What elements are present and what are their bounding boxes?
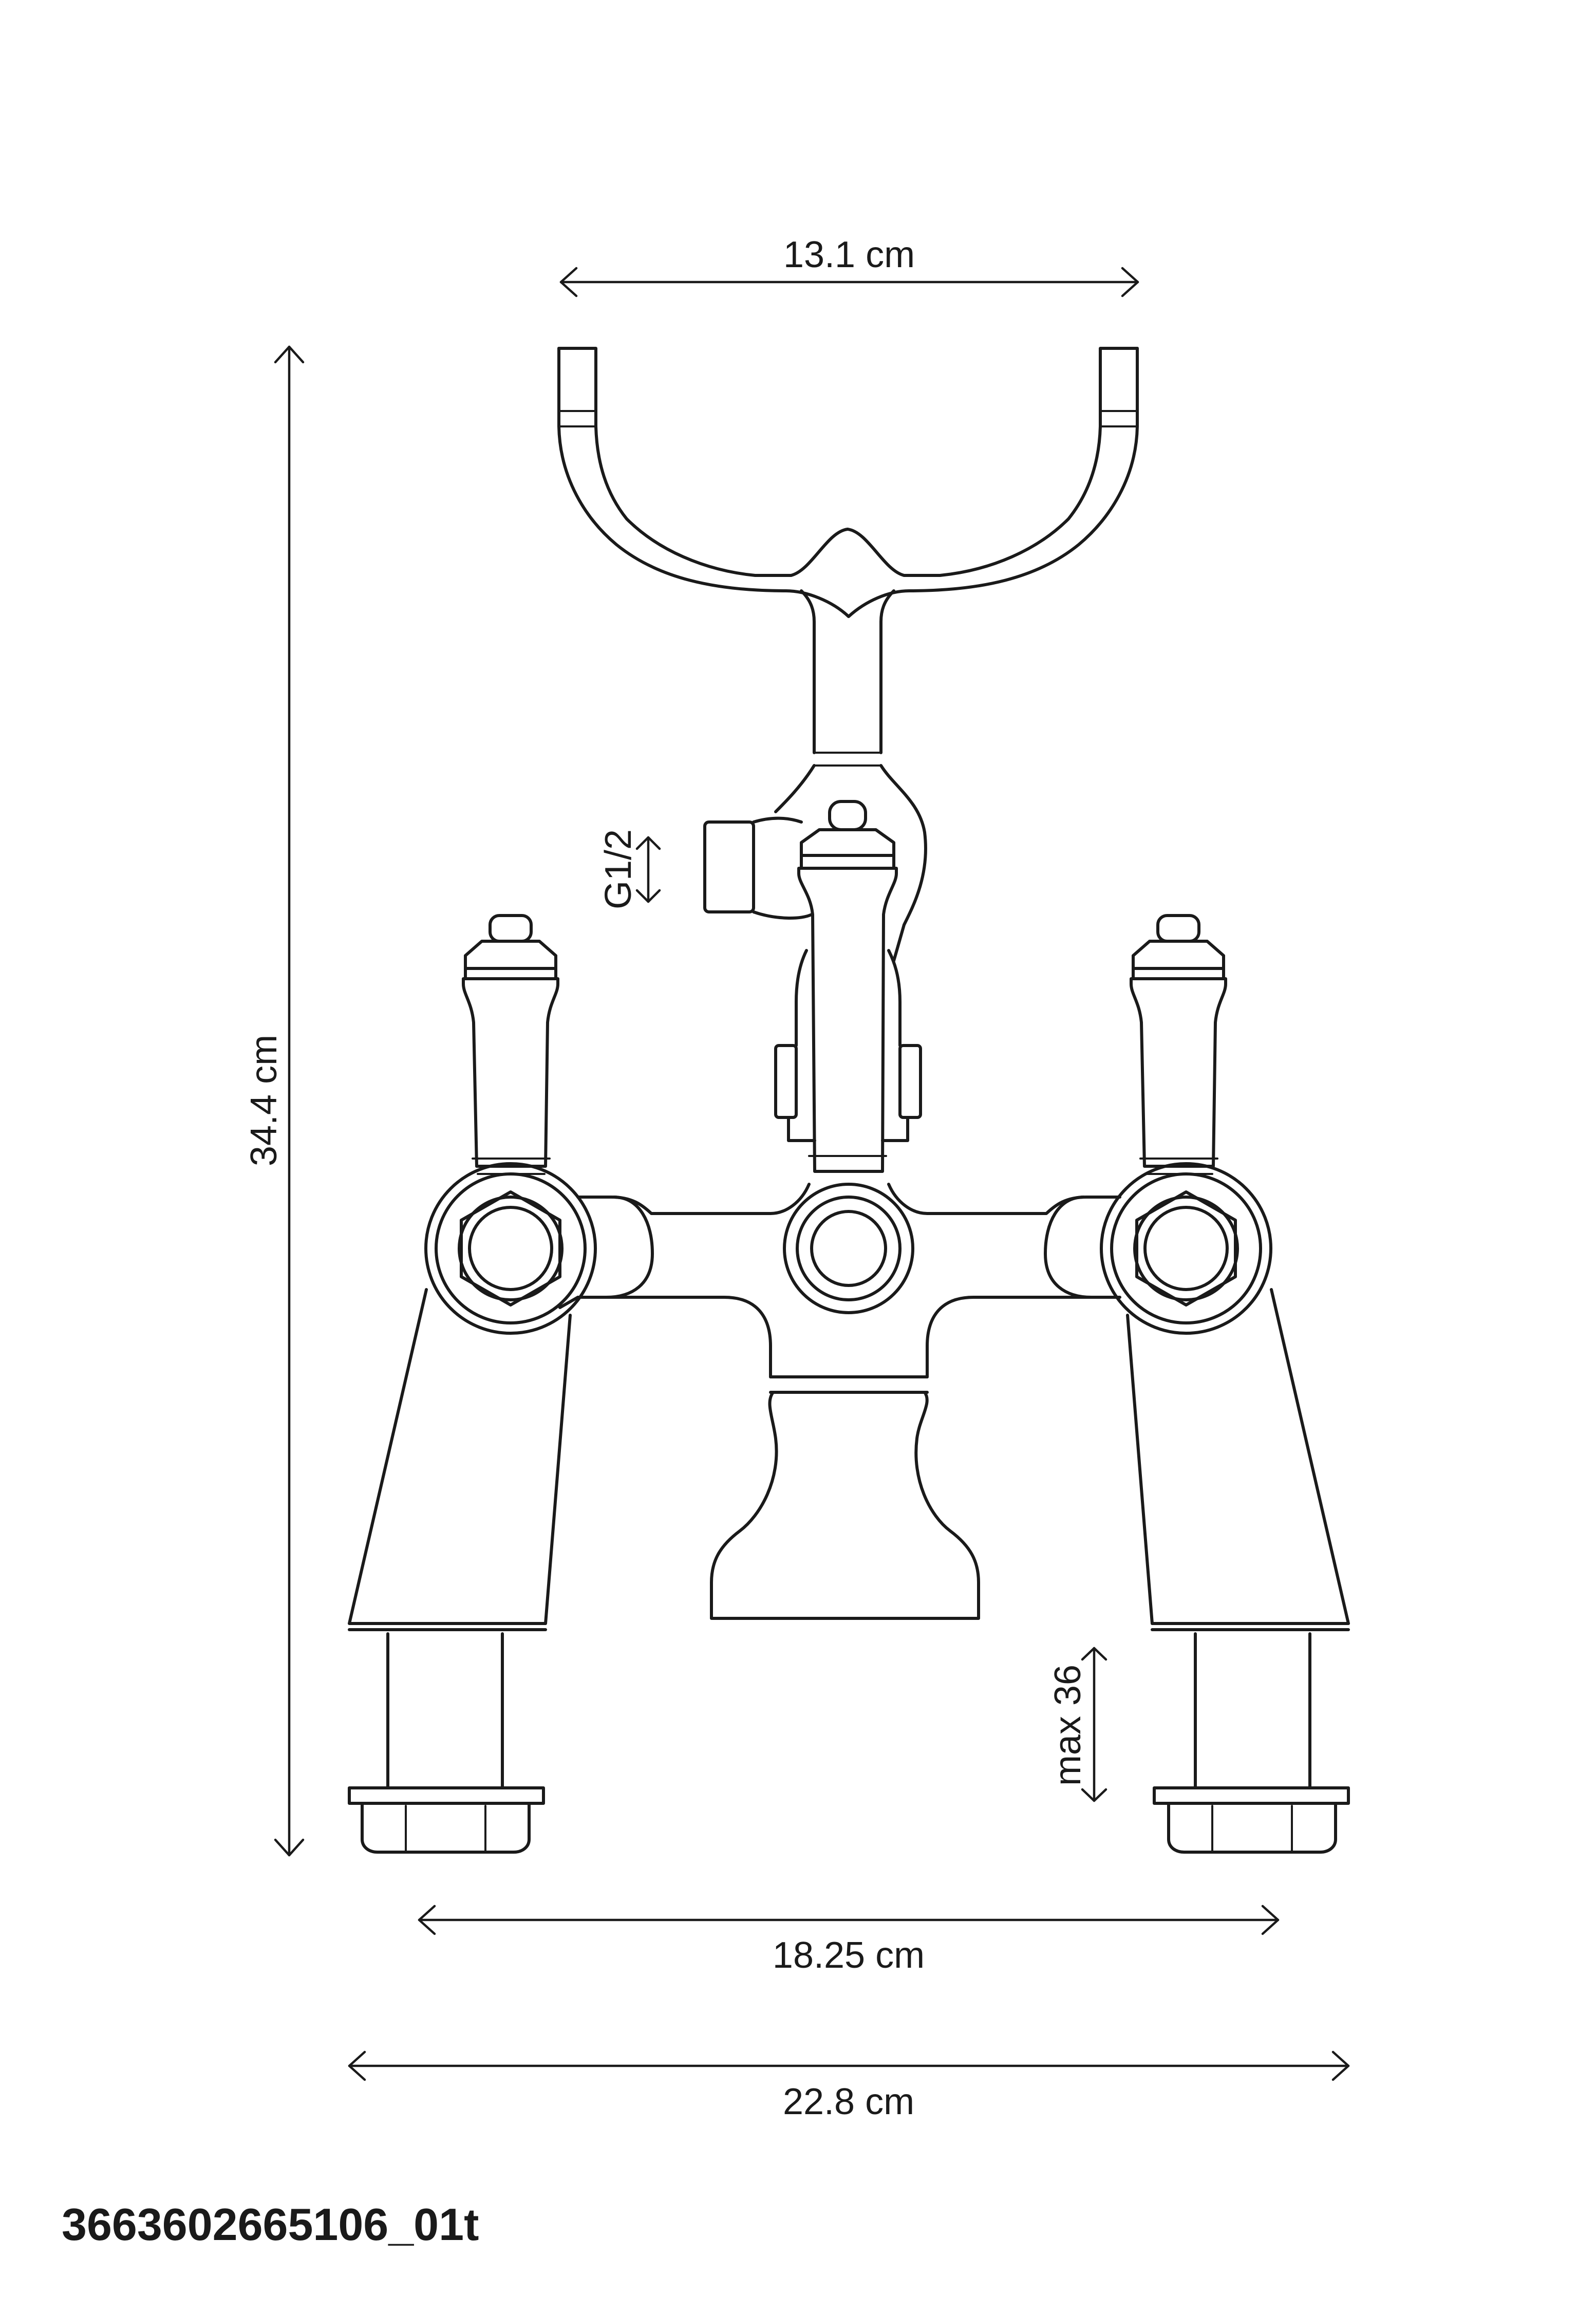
hose-connector [703,816,813,920]
product-code: 3663602665106_01t [62,2199,479,2250]
top-width-label: 13.1 cm [783,234,915,275]
center-valve [783,1183,914,1314]
mixer-body [558,1183,1121,1620]
dimension-center-distance: 18.25 cm [418,1905,1280,1976]
right-valve [1100,1162,1272,1335]
left-valve [424,1162,597,1335]
shower-cradle [557,347,1139,962]
overall-width-label: 22.8 cm [783,2081,914,2122]
dimension-connector-thread: G1/2 [598,829,661,909]
dimension-deck-thickness: max 36 [1047,1647,1107,1802]
left-leg [348,1288,572,1854]
dimension-top-width: 13.1 cm [559,234,1139,297]
height-label: 34.4 cm [243,1035,285,1166]
dimension-overall-width: 22.8 cm [348,2050,1350,2122]
center-distance-label: 18.25 cm [773,1935,925,1976]
dimension-height: 34.4 cm [243,345,305,1857]
right-leg [1126,1288,1350,1854]
connector-thread-label: G1/2 [598,829,639,909]
deck-thickness-label: max 36 [1047,1665,1088,1786]
center-diverter-handle [774,800,922,1173]
right-tap-handle [1130,914,1227,1175]
left-tap-handle [462,914,559,1175]
